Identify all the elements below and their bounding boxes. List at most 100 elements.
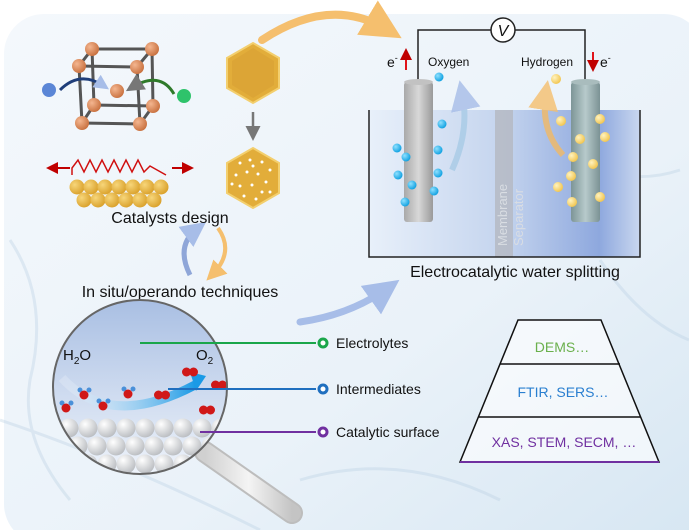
level-label: Electrolytes [336,335,408,351]
level-label: Catalytic surface [336,424,440,440]
surface-atom [135,454,155,474]
voltmeter-icon [490,17,516,43]
oxygen-bubble [434,72,444,82]
oxygen-bubble [407,180,417,190]
water-molecule [96,398,111,411]
pore [248,158,252,162]
hydrogen-label: Hydrogen [521,55,573,69]
pore [260,160,264,164]
pore [256,172,260,176]
cycle-arrow-up [178,222,207,277]
techniques-label: In situ/operando techniques [82,284,279,301]
oxygen-bubble [429,186,439,196]
h2o-label: H2O [63,347,91,367]
surface-atom [154,418,174,438]
hydrogen-bubble [575,134,585,144]
cathode [571,82,600,222]
hydrogen-bubble [600,132,610,142]
pore [268,190,272,194]
level-pointer-catalytic-surface: Catalytic surface [200,424,440,440]
hydrogen-bubble [556,116,566,126]
oxygen-bubble [393,170,403,180]
strain-lattice-icon [46,158,194,208]
surface-atom [163,436,183,456]
pore [250,183,254,187]
oxygen-bubble [400,197,410,207]
cell-title: Electrocatalytic water splitting [410,264,620,281]
pore [238,161,242,165]
pore [234,173,238,177]
hydrogen-bubble [566,171,576,181]
surface-atom [135,418,155,438]
oxygen-molecule [211,380,227,390]
electron-right-label: e- [600,53,611,70]
surface-atom [78,418,98,438]
hydrogen-bubble [588,159,598,169]
gold-atom [90,192,106,208]
gold-atom [153,179,169,195]
pore [260,190,264,194]
pore [230,182,234,186]
gold-atom [69,179,85,195]
electrolysis-cell: Membrane Separator V e- Oxygen Hydrogen … [368,17,641,281]
pyramid-tier-bottom: XAS, STEM, SECM, … [492,434,637,450]
hydrogen-bubble [551,74,561,84]
pore [251,164,255,168]
oxygen-bubble [433,168,443,178]
gold-atom [146,192,162,208]
level-pointer-electrolytes: Electrolytes [140,335,408,351]
gold-atom [83,179,99,195]
water-molecule [77,387,92,400]
techniques-to-cell-arrow [296,279,400,326]
hydrogen-bubble [595,192,605,202]
oxygen-bubble [437,119,447,129]
dopant-atom-green [177,89,191,103]
hydrogen-bubble [553,182,563,192]
oxygen-bubble [392,143,402,153]
membrane-label: Membrane [495,184,510,246]
o2-label: O2 [196,347,214,367]
water-molecule [121,386,136,399]
gold-atom [118,192,134,208]
gold-atom [104,192,120,208]
porous-nanoplate-icon [226,146,280,210]
surface-atom [192,418,212,438]
marker-ring-icon [317,426,329,438]
oxygen-bubble [433,145,443,155]
pyramid-tier-middle: FTIR, SERS… [517,384,608,400]
level-label: Intermediates [336,381,421,397]
surface-atom [87,436,107,456]
voltmeter-label: V [498,23,510,40]
hydrogen-bubble [595,114,605,124]
design-to-cell-arrow [258,0,402,44]
catalysts-design-label: Catalysts design [111,210,228,227]
hydrogen-bubble [567,197,577,207]
pore [268,168,272,172]
gold-atom [125,179,141,195]
gold-atom [139,179,155,195]
marker-ring-icon [317,337,329,349]
pore [242,194,246,198]
oxygen-molecule [199,405,215,415]
pyramid-tier-top: DEMS… [535,339,589,355]
level-pointer-intermediates: Intermediates [168,381,421,397]
surface-atom [144,436,164,456]
pore [264,180,268,184]
oxygen-label: Oxygen [428,55,469,69]
gold-atom [97,179,113,195]
membrane-separator [495,110,513,257]
gold-atom [111,179,127,195]
circuit-wire [417,29,586,82]
electron-left-label: e- [387,53,398,70]
gold-atom [132,192,148,208]
pore [238,184,242,188]
hydrogen-bubble [568,152,578,162]
nanoplate-icon [226,41,280,105]
marker-ring-icon [317,383,329,395]
surface-atom [125,436,145,456]
surface-atom [116,418,136,438]
surface-atom [182,436,202,456]
surface-atom [116,454,136,474]
